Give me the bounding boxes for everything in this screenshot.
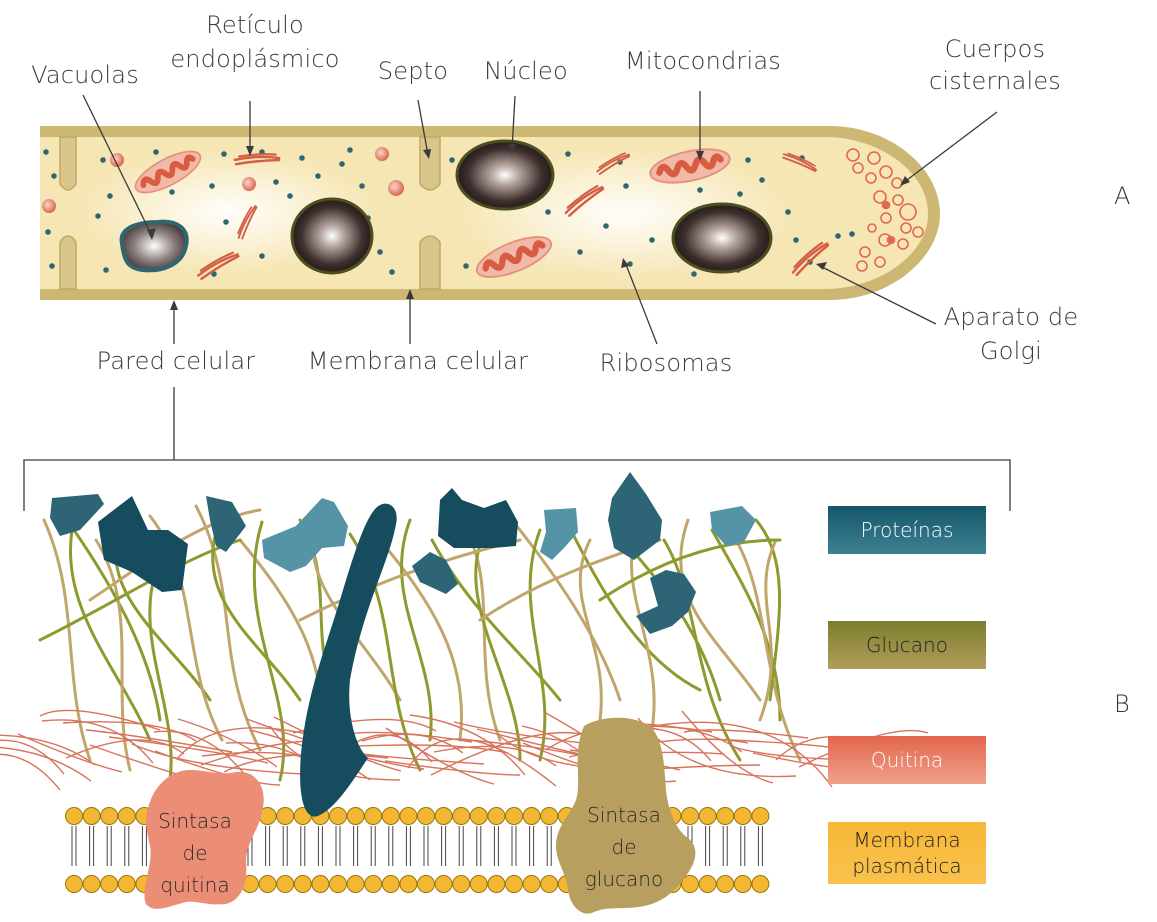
hypha-cell <box>40 126 940 300</box>
label-septo: Septo <box>368 56 458 87</box>
panel-letter-b: B <box>1114 690 1130 718</box>
label-sintasa-glucano-3: glucano <box>574 866 674 893</box>
legend-glucano: Glucano <box>828 621 986 669</box>
legend-proteinas: Proteínas <box>828 506 986 554</box>
label-mitocondrias: Mitocondrias <box>618 46 788 77</box>
label-ribosomas: Ribosomas <box>596 348 736 379</box>
legend-membrana-plasmatica: Membrana plasmática <box>828 822 986 884</box>
label-sintasa-quitina-2: de <box>150 840 240 867</box>
label-cuerpos-line1: Cuerpos <box>920 34 1070 65</box>
label-vacuolas: Vacuolas <box>30 60 140 91</box>
label-golgi-line1: Aparato de <box>936 302 1086 333</box>
legend-quitina: Quitina <box>828 736 986 784</box>
label-reticulo-line1: Retículo <box>170 10 340 41</box>
label-nucleo: Núcleo <box>476 56 576 87</box>
label-golgi-line2: Golgi <box>936 336 1086 367</box>
label-pared-celular: Pared celular <box>96 346 256 377</box>
label-membrana-celular: Membrana celular <box>306 346 530 377</box>
label-sintasa-quitina-1: Sintasa <box>150 808 240 835</box>
label-reticulo-line2: endoplásmico <box>170 44 340 75</box>
panel-letter-a: A <box>1114 182 1130 210</box>
label-sintasa-glucano-1: Sintasa <box>574 802 674 829</box>
label-cuerpos-line2: cisternales <box>920 66 1070 97</box>
label-sintasa-quitina-3: quitina <box>150 872 240 899</box>
label-sintasa-glucano-2: de <box>574 834 674 861</box>
